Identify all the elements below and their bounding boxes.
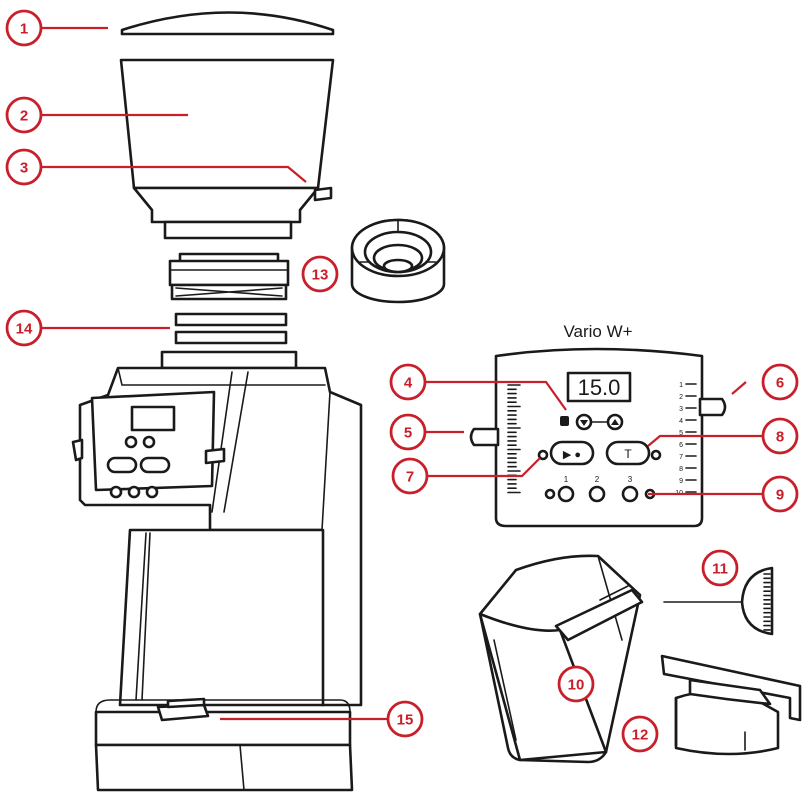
calibration-scale	[763, 573, 771, 631]
callout-number: 15	[397, 712, 414, 729]
callout-5: 5	[389, 413, 427, 451]
callout-circle	[761, 417, 799, 455]
portafilter-holder	[660, 654, 802, 756]
callout-15: 15	[386, 700, 424, 738]
micro-scale-label: 8	[679, 466, 683, 473]
callout-circle	[761, 475, 799, 513]
callout-number: 3	[20, 160, 28, 177]
down-arrow-icon	[580, 420, 588, 426]
preset-label: 3	[628, 475, 633, 484]
callout-circle	[5, 9, 43, 47]
callout-3: 3	[5, 148, 43, 186]
micro-scale-label: 7	[679, 454, 683, 461]
upper-burr-detail	[350, 218, 446, 304]
display-reading: 15.0	[578, 375, 621, 400]
callout-14: 14	[5, 309, 43, 347]
callout-8: 8	[761, 417, 799, 455]
callout-11: 11	[701, 549, 739, 587]
panel-title: Vario W+	[563, 322, 632, 341]
callout-number: 10	[568, 677, 585, 694]
bean-hopper	[119, 58, 335, 240]
micro-scale-label: 3	[679, 406, 683, 413]
callout-number: 13	[312, 267, 329, 284]
callout-6: 6	[761, 363, 799, 401]
callout-12: 12	[621, 715, 659, 753]
callout-number: 14	[16, 321, 33, 338]
callout-number: 8	[776, 429, 784, 446]
callout-number: 4	[404, 375, 413, 392]
callout-13: 13	[301, 255, 339, 293]
preset-button-1[interactable]	[557, 485, 575, 503]
up-arrow-icon	[611, 419, 619, 425]
callout-number: 9	[776, 487, 784, 504]
callout-circle	[701, 549, 739, 587]
micro-scale-label: 2	[679, 394, 683, 401]
callout-circle	[389, 363, 427, 401]
grinder-body	[71, 350, 363, 792]
callout-number: 1	[20, 21, 28, 38]
callout-circle	[761, 363, 799, 401]
callout-1: 1	[5, 9, 43, 47]
tare-button[interactable]	[605, 440, 651, 466]
callout-9: 9	[761, 475, 799, 513]
start-stop-symbol: ▶ ●	[563, 449, 581, 461]
callout-circle	[557, 665, 595, 703]
preset-label: 1	[564, 475, 569, 484]
callout-number: 11	[712, 561, 728, 578]
callout-circle	[386, 700, 424, 738]
callout-number: 5	[404, 425, 412, 442]
callout-circle	[621, 715, 659, 753]
preset-button-2[interactable]	[588, 485, 606, 503]
callout-4: 4	[389, 363, 427, 401]
micro-scale-label: 9	[679, 478, 683, 485]
start-indicator-led	[537, 449, 549, 461]
preset-indicator-led	[544, 488, 556, 500]
preset-label: 2	[595, 475, 600, 484]
preset-buttons: 1 2 3	[544, 475, 656, 503]
callout-number: 2	[20, 108, 28, 125]
micro-adjust-lever[interactable]	[698, 397, 727, 417]
callout-2: 2	[5, 96, 43, 134]
micro-scale-label: 6	[679, 442, 683, 449]
hopper-lid	[120, 11, 335, 36]
upper-burr-assembly	[168, 252, 290, 301]
micro-scale-label: 4	[679, 418, 683, 425]
callout-7: 7	[391, 457, 429, 495]
callout-circle	[5, 148, 43, 186]
tare-symbol: T	[624, 447, 632, 461]
calibration-tool	[663, 566, 774, 636]
micro-scale-label: 1	[679, 382, 683, 389]
callout-circle	[389, 413, 427, 451]
burr-shims	[174, 312, 288, 345]
preset-button-3[interactable]	[621, 485, 639, 503]
callout-circle	[301, 255, 339, 293]
callout-circle	[391, 457, 429, 495]
macro-adjust-lever[interactable]	[469, 427, 500, 447]
micro-scale-label: 5	[679, 430, 683, 437]
callout-circle	[5, 309, 43, 347]
callout-number: 7	[406, 469, 414, 486]
callout-lines	[40, 26, 762, 721]
callout-number: 12	[632, 727, 649, 744]
grounds-bin	[478, 554, 644, 764]
start-stop-button[interactable]	[549, 440, 595, 466]
callout-number: 6	[776, 375, 784, 392]
scale-icon	[560, 416, 569, 426]
callout-10: 10	[557, 665, 595, 703]
callout-circle	[5, 96, 43, 134]
tare-indicator-led	[650, 449, 662, 461]
